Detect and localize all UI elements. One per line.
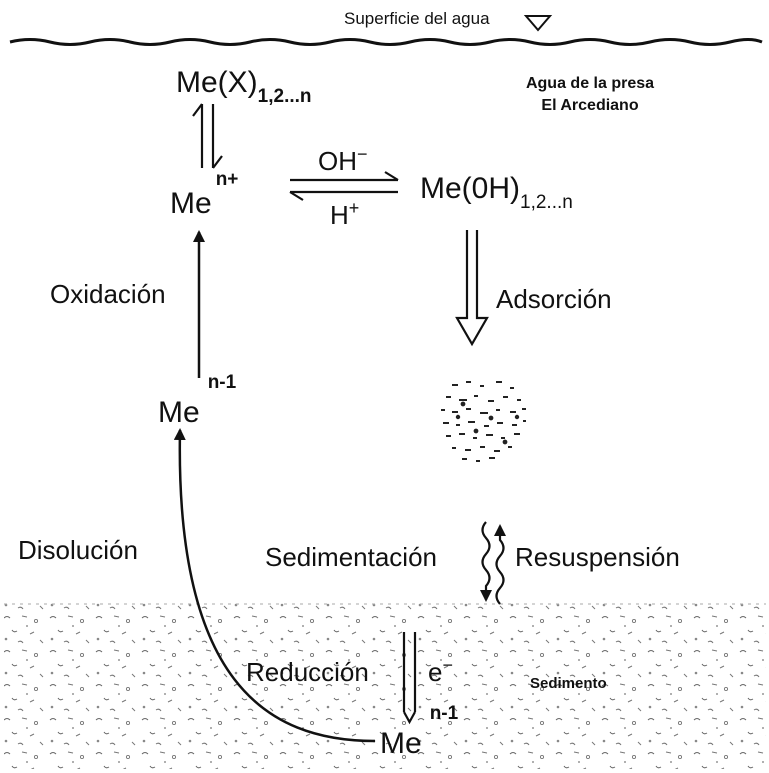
- reduced-metal: Men-1: [158, 372, 237, 429]
- water-region-label-line1: Agua de la presa: [526, 75, 654, 92]
- resuspension-arrow: [494, 524, 506, 605]
- adsorption-arrow: [455, 230, 489, 347]
- reduction-label: Reducción: [246, 657, 369, 687]
- sediment-metal: Men-1: [380, 703, 459, 760]
- water-surface-line: [9, 38, 763, 46]
- water-surface-label: Superficie del agua: [344, 9, 490, 28]
- sedimentation-arrow: [480, 521, 492, 602]
- sediment-label: Sedimento: [530, 675, 607, 692]
- sedimentation-label: Sedimentación: [265, 542, 437, 572]
- electron-label: e−: [428, 655, 453, 687]
- hydroxide-reagent: OH−: [318, 144, 368, 176]
- metal-ion: Men+: [170, 169, 238, 220]
- suspended-particle: [441, 381, 526, 462]
- dissolution-arrow: [173, 428, 376, 743]
- water-level-icon: [523, 15, 553, 32]
- metal-hydroxide: Me(0H)1,2...n: [420, 172, 573, 213]
- metal-complex: Me(X)1,2...n: [176, 66, 312, 107]
- sediment-layer: [4, 603, 766, 769]
- water-region-label-line2: El Arcediano: [541, 97, 638, 114]
- dissolution-label: Disolución: [18, 535, 138, 565]
- oxidation-label: Oxidación: [50, 279, 166, 309]
- adsorption-label: Adsorción: [496, 284, 612, 314]
- resuspension-label: Resuspensión: [515, 542, 680, 572]
- proton-reagent: H+: [330, 198, 359, 230]
